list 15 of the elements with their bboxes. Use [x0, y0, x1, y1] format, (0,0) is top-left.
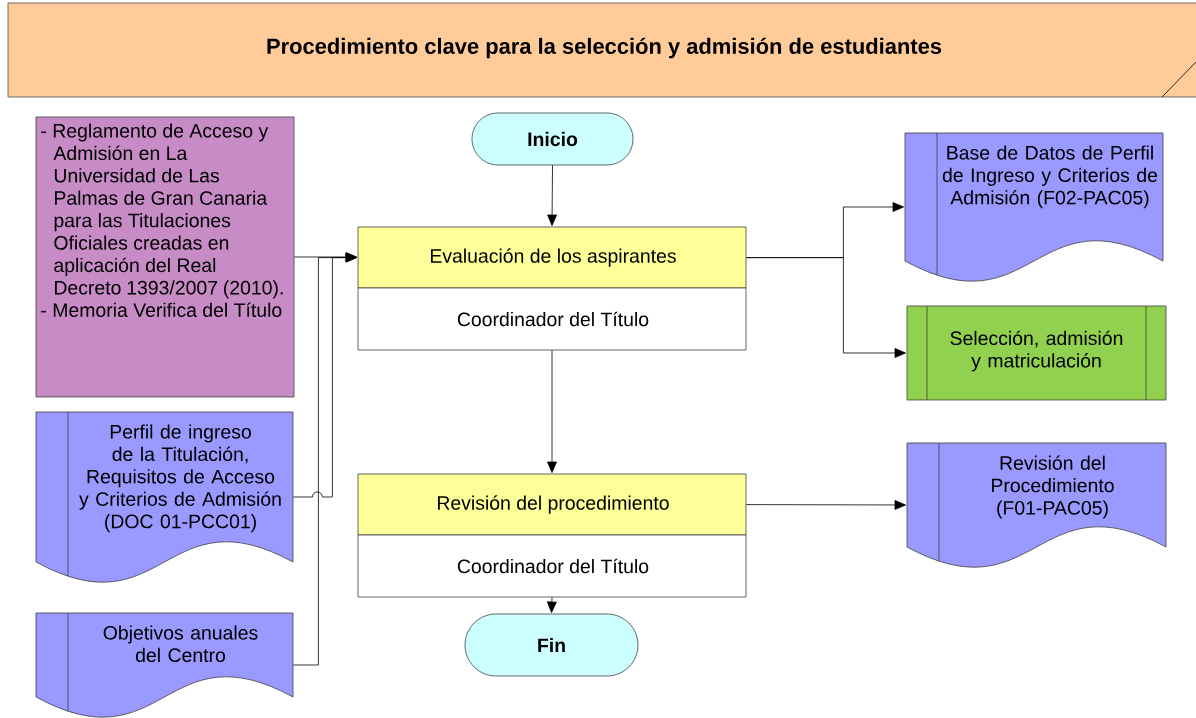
- process-box: Revisión del procedimiento Coordinador del Título: [357, 473, 747, 598]
- arrow: [746, 500, 906, 510]
- arrow: [546, 597, 557, 613]
- node-label: Revisión del procedimiento: [437, 495, 669, 514]
- terminator: Fin: [464, 613, 639, 677]
- node-label: Evaluación de los aspirantes: [430, 248, 676, 267]
- title-banner: Procedimiento clave para la selección y admisión de estudiantes: [7, 2, 1196, 98]
- arrow: [746, 257, 906, 358]
- arrow: [547, 165, 557, 226]
- terminator: Inicio: [471, 112, 634, 166]
- reference-box: - Reglamento de Acceso y Admisión en La Universidad de Las Palmas de Gran Canaria para las Titulaciones Oficiales creadas en aplicación del Real Decreto 1393/2007 (2010). - Memoria Verifica del Título: [35, 116, 295, 398]
- subprocess-box: Selección, admisión y matriculación: [906, 305, 1167, 401]
- process-box: Evaluación de los aspirantes Coordinador del Título: [357, 226, 747, 351]
- arrow: [293, 252, 357, 666]
- arrow: [547, 350, 557, 473]
